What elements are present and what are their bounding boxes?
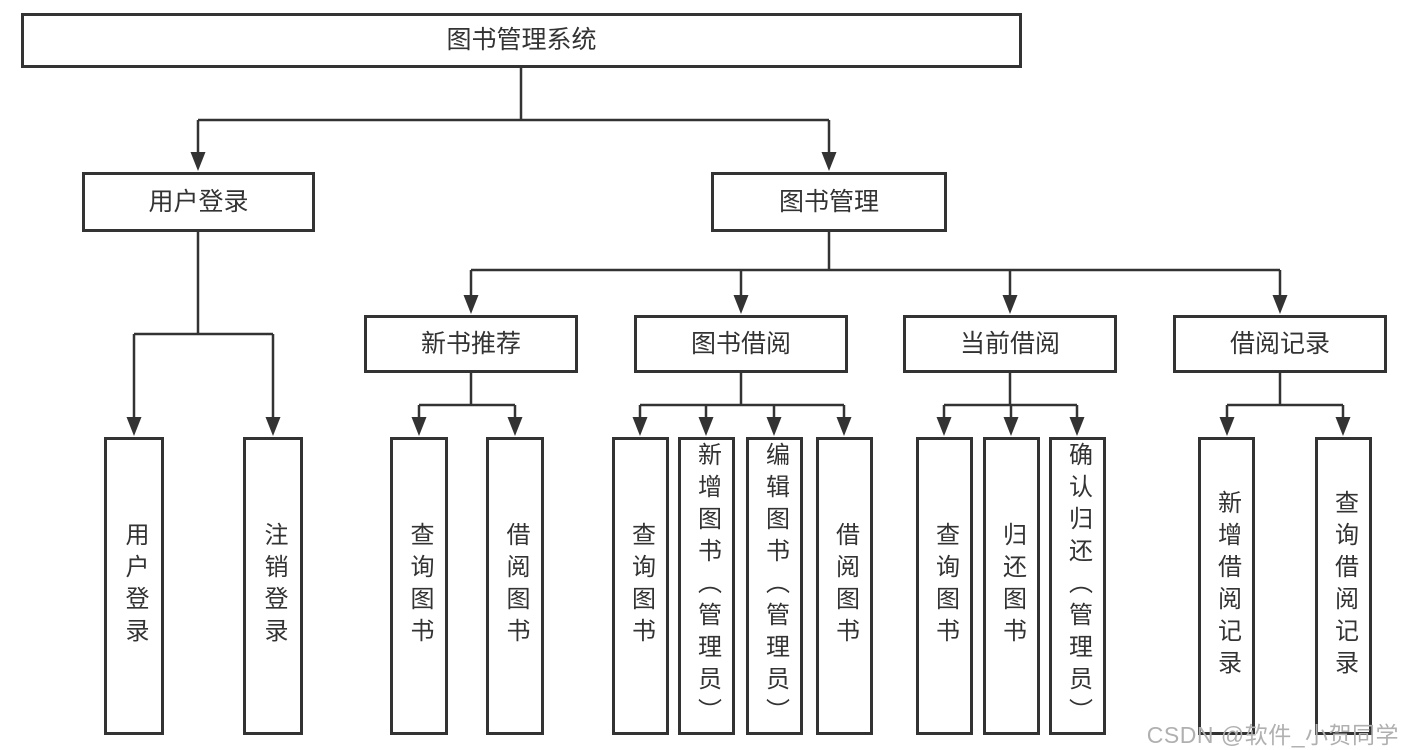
leaf-bb-query-books-label: 查询图书 — [627, 522, 655, 650]
leaf-add-borrow-record-label: 新增借阅记录 — [1213, 490, 1241, 682]
leaf-return-books: 归还图书 — [983, 437, 1040, 735]
node-user-login: 用户登录 — [82, 172, 315, 232]
node-new-book-recommend: 新书推荐 — [364, 315, 578, 373]
leaf-nbr-borrow-books: 借阅图书 — [486, 437, 544, 735]
leaf-edit-books-admin-label: 编辑图书（管理员） — [761, 442, 789, 730]
node-user-login-label: 用户登录 — [148, 187, 249, 216]
leaf-query-borrow-record-label: 查询借阅记录 — [1330, 490, 1358, 682]
node-current-borrowing: 当前借阅 — [903, 315, 1117, 373]
node-book-management-label: 图书管理 — [778, 187, 879, 216]
leaf-logout-login-label: 注销登录 — [260, 522, 287, 650]
node-current-borrowing-label: 当前借阅 — [959, 329, 1060, 358]
leaf-add-books-admin: 新增图书（管理员） — [678, 437, 735, 735]
leaf-confirm-return-admin-label: 确认归还（管理员） — [1064, 442, 1092, 730]
leaf-bb-borrow-books-label: 借阅图书 — [831, 522, 859, 650]
leaf-bb-borrow-books: 借阅图书 — [816, 437, 873, 735]
node-book-borrowing-label: 图书借阅 — [690, 329, 791, 358]
leaf-bb-query-books: 查询图书 — [612, 437, 669, 735]
node-borrowing-records-label: 借阅记录 — [1229, 329, 1330, 358]
leaf-logout-login: 注销登录 — [243, 437, 303, 735]
node-new-book-recommend-label: 新书推荐 — [420, 329, 521, 358]
leaf-return-books-label: 归还图书 — [998, 522, 1026, 650]
leaf-add-borrow-record: 新增借阅记录 — [1198, 437, 1255, 735]
leaf-edit-books-admin: 编辑图书（管理员） — [746, 437, 803, 735]
leaf-nbr-query-books: 查询图书 — [390, 437, 448, 735]
node-borrowing-records: 借阅记录 — [1173, 315, 1387, 373]
leaf-query-borrow-record: 查询借阅记录 — [1315, 437, 1372, 735]
node-root: 图书管理系统 — [21, 13, 1022, 68]
node-book-borrowing: 图书借阅 — [634, 315, 848, 373]
leaf-user-login-label: 用户登录 — [121, 522, 148, 650]
leaf-cb-query-books: 查询图书 — [916, 437, 973, 735]
leaf-confirm-return-admin: 确认归还（管理员） — [1049, 437, 1106, 735]
leaf-nbr-query-books-label: 查询图书 — [406, 522, 433, 650]
watermark: CSDN @软件_小贺同学 — [1146, 722, 1399, 748]
node-book-management: 图书管理 — [711, 172, 947, 232]
leaf-cb-query-books-label: 查询图书 — [931, 522, 959, 650]
leaf-nbr-borrow-books-label: 借阅图书 — [502, 522, 529, 650]
node-root-label: 图书管理系统 — [446, 26, 597, 54]
leaf-user-login: 用户登录 — [104, 437, 164, 735]
leaf-add-books-admin-label: 新增图书（管理员） — [693, 442, 721, 730]
